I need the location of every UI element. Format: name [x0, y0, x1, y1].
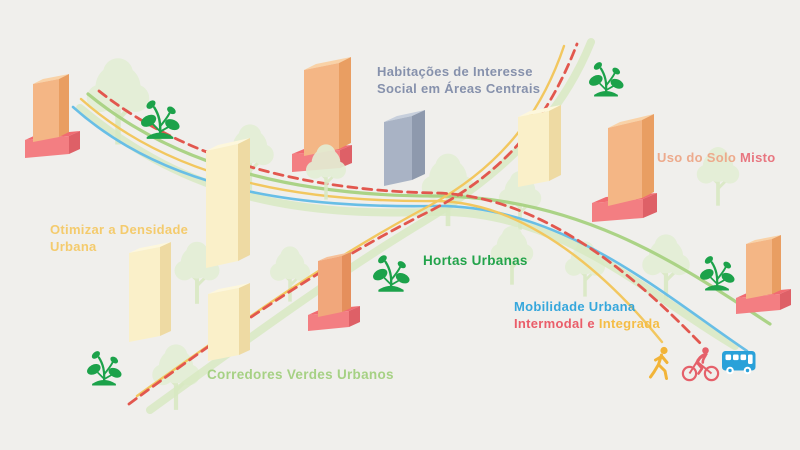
label-urban-mobility-part2: Integrada [598, 316, 661, 331]
building-tower [206, 138, 250, 268]
tree-icon [490, 226, 534, 285]
building-tower [208, 283, 250, 361]
label-green-corridors: Corredores Verdes Urbanos [207, 367, 394, 382]
route-red-dashed-ascending [127, 42, 579, 406]
front-trees-layer [306, 144, 346, 200]
building-tower [746, 235, 781, 299]
label-social-housing: Habitações de Interesse Social em Áreas … [377, 63, 540, 97]
label-urban-mobility-part1: Intermodal e [514, 316, 599, 331]
cyclist-icon [681, 347, 720, 382]
label-urban-gardens: Hortas Urbanas [423, 253, 528, 268]
route-blue-line [71, 105, 749, 353]
sprout-icon [700, 256, 735, 291]
pedestrian-icon [649, 346, 669, 380]
sprout-icon [373, 255, 410, 292]
tree-icon [306, 144, 346, 200]
sprout-icon [589, 62, 624, 97]
label-urban-mobility-line2: Intermodal e Integrada [514, 315, 660, 332]
tree-icon [270, 246, 310, 302]
tree-icon [696, 147, 740, 206]
buildings-layer [25, 57, 791, 361]
label-mixed-land-use-part1: Uso do Solo [657, 150, 741, 165]
label-social-housing-line2: Social em Áreas Centrais [377, 81, 541, 96]
bus-icon [722, 351, 756, 375]
route-red-dashed-descending [97, 89, 705, 348]
plants-layer [87, 62, 735, 386]
route-green-line [86, 92, 772, 326]
building-tower [33, 74, 69, 142]
label-mixed-land-use: Uso do Solo Misto [657, 149, 776, 166]
label-mixed-land-use-part2: Misto [740, 150, 776, 165]
tree-icon [174, 241, 220, 304]
label-optimize-density: Otimizar a Densidade Urbana [50, 221, 188, 255]
label-optimize-density-line1: Otimizar a Densidade [50, 222, 189, 237]
transport-icons-layer [649, 346, 756, 382]
label-optimize-density-line2: Urbana [50, 239, 97, 254]
label-social-housing-line1: Habitações de Interesse [377, 64, 533, 79]
route-yellow-line-descending [79, 97, 664, 344]
label-urban-mobility: Mobilidade Urbana Intermodal e Integrada [514, 298, 660, 332]
building-tower [384, 110, 425, 186]
sprout-icon [141, 100, 180, 139]
building-tower [518, 105, 561, 187]
building-tower [318, 252, 351, 317]
building-tower [304, 57, 351, 156]
building-tower [608, 114, 654, 206]
building-tower [129, 242, 171, 342]
tree-icon [86, 58, 150, 145]
sprout-icon [87, 351, 122, 386]
label-urban-mobility-line1: Mobilidade Urbana [514, 299, 636, 314]
